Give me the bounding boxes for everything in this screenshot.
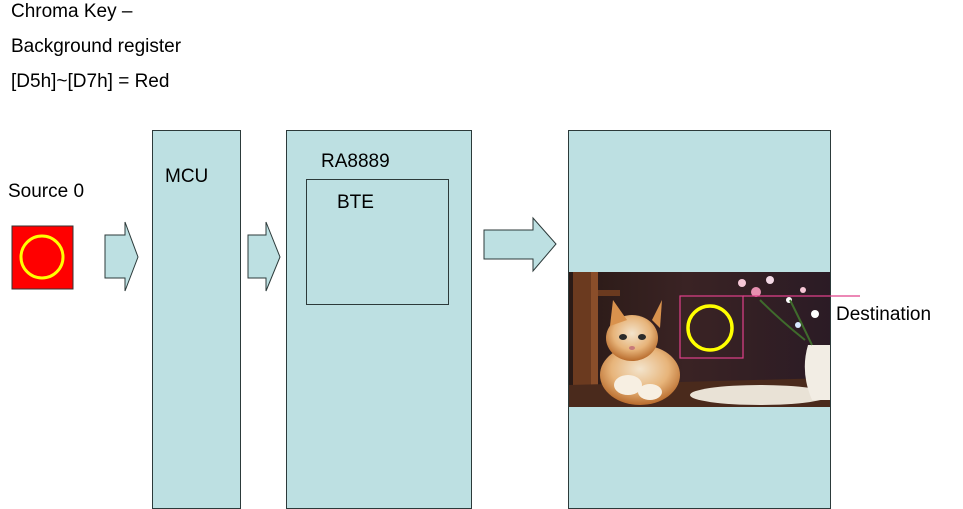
destination-label: Destination	[836, 304, 932, 325]
controller-panel: RA8889 BTE	[286, 130, 472, 509]
mcu-panel: MCU	[152, 130, 241, 509]
source-image	[11, 225, 74, 290]
title-line-1: Chroma Key –	[11, 1, 133, 22]
controller-label: RA8889	[321, 151, 390, 172]
bte-box: BTE	[306, 179, 449, 305]
destination-marker-box	[679, 295, 744, 359]
destination-yellow-circle	[686, 304, 734, 352]
arrow-controller-to-display	[483, 216, 557, 273]
title-line-2: Background register	[11, 36, 182, 57]
arrow-source-to-mcu	[104, 221, 139, 292]
title-line-3: [D5h]~[D7h] = Red	[11, 71, 170, 92]
mcu-label: MCU	[165, 166, 209, 187]
source-yellow-circle	[19, 234, 65, 280]
arrow-mcu-to-controller	[247, 221, 281, 292]
kitten-photo	[569, 272, 830, 407]
source-label: Source 0	[8, 181, 85, 202]
bte-label: BTE	[337, 192, 374, 213]
